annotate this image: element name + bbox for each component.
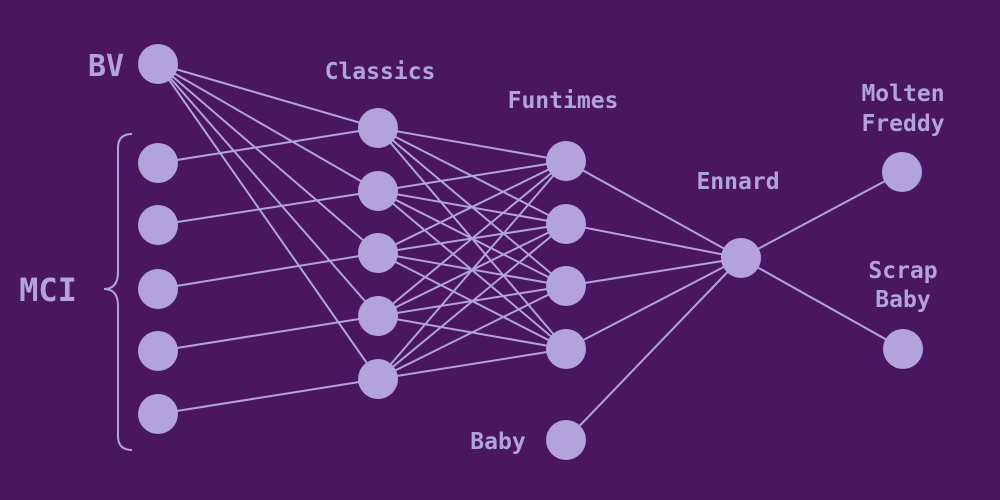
edge-funtime-ennard [565, 257, 742, 350]
edge-classic-funtime [377, 160, 567, 380]
edge-mci-classic [157, 378, 379, 415]
edge-mci-classic [157, 190, 379, 226]
edge-classic-funtime [377, 160, 567, 192]
edge-mci-classic [157, 252, 379, 290]
edge-mci-classic [157, 315, 379, 352]
node-output [883, 329, 923, 369]
edge-bv-classic [157, 63, 379, 254]
label-funtimes: Funtimes [508, 88, 619, 114]
edge-ennard-output [740, 257, 904, 350]
edge-funtime-ennard [565, 223, 742, 259]
node-funtime [546, 141, 586, 181]
edge-classic-funtime [377, 160, 567, 254]
edge-mci-classic [157, 127, 379, 164]
edge-bv-classic [157, 63, 379, 129]
edge-classic-funtime [377, 348, 567, 380]
edge-classic-funtime [377, 285, 567, 380]
edge-ennard-output [740, 171, 903, 259]
label-ennard: Ennard [696, 169, 779, 195]
node-mci [138, 205, 178, 245]
node-classic [358, 233, 398, 273]
edge-classic-funtime [377, 127, 567, 162]
node-output [882, 152, 922, 192]
node-classic [358, 296, 398, 336]
node-classic [358, 359, 398, 399]
edge-classic-funtime [377, 223, 567, 380]
node-mci [138, 331, 178, 371]
label-molten: Molten [861, 81, 944, 107]
label-baby: Baby [470, 429, 526, 455]
node-ennard [721, 238, 761, 278]
node-classic [358, 108, 398, 148]
nodes [138, 44, 923, 460]
node-funtime [546, 329, 586, 369]
node-mci [138, 143, 178, 183]
node-mci [138, 269, 178, 309]
edge-bv-classic [157, 63, 379, 317]
node-funtime [546, 204, 586, 244]
label-freddy: Freddy [861, 111, 944, 137]
label-bv: BV [88, 49, 124, 84]
node-bv [138, 44, 178, 84]
node-classic [358, 171, 398, 211]
label-scrap-baby: Baby [875, 287, 931, 313]
edges [157, 63, 904, 441]
edge-bv-classic [157, 63, 379, 192]
node-baby [546, 420, 586, 460]
edge-classic-funtime [377, 160, 567, 317]
node-mci [138, 394, 178, 434]
label-classics: Classics [325, 59, 436, 85]
edge-funtime-ennard [565, 257, 742, 287]
label-mci: MCI [19, 271, 77, 309]
edge-funtime-ennard [565, 160, 742, 259]
edge-baby-ennard [565, 257, 742, 441]
node-funtime [546, 266, 586, 306]
mci-brace [103, 133, 133, 451]
edge-bv-classic [157, 63, 379, 380]
label-scrap: Scrap [868, 258, 937, 284]
